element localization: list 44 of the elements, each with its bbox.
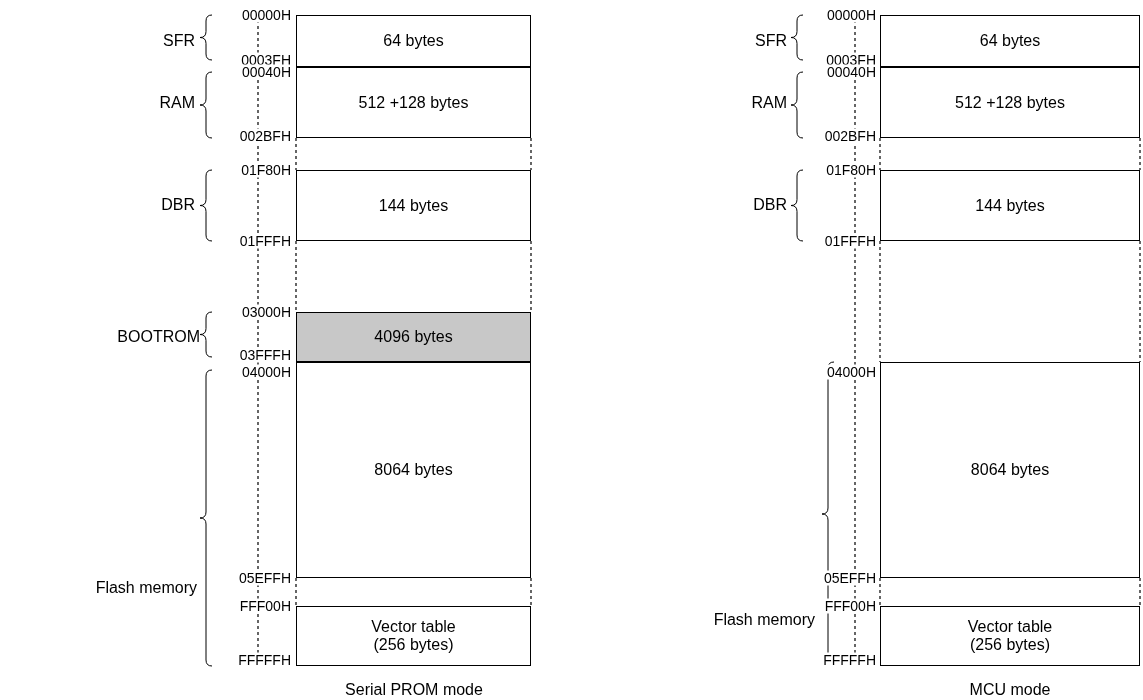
address-label: 00000H xyxy=(826,7,876,23)
block-size-text: 144 bytes xyxy=(378,196,449,215)
memory-block xyxy=(880,170,1140,241)
memory-block xyxy=(880,67,1140,138)
address-label: 03000H xyxy=(241,304,291,320)
address-label: 01F80H xyxy=(241,162,291,178)
block-size-text: 144 bytes xyxy=(975,196,1045,215)
block-size-text: Vector table (256 bytes) xyxy=(370,618,457,654)
address-label: 04000H xyxy=(241,364,291,380)
block-size-text: 512 +128 bytes xyxy=(358,93,469,112)
address-label: FFF00H xyxy=(239,598,291,614)
address-label: 00040H xyxy=(241,64,291,80)
address-label: FFF00H xyxy=(824,598,876,614)
memory-block xyxy=(296,170,531,241)
address-label: 01F80H xyxy=(826,162,876,178)
address-label: 002BFH xyxy=(239,128,291,144)
memory-block xyxy=(296,67,531,138)
address-label: 002BFH xyxy=(824,128,876,144)
memory-block xyxy=(296,362,531,578)
block-size-text: 8064 bytes xyxy=(374,461,453,479)
memory-block xyxy=(296,606,531,666)
region-label: Flash memory xyxy=(95,579,197,597)
region-label: Flash memory xyxy=(713,611,815,629)
memory-block xyxy=(880,362,1140,578)
address-label: 05EFFH xyxy=(238,570,291,586)
address-label: 00040H xyxy=(826,64,876,80)
block-size-text: 512 +128 bytes xyxy=(955,93,1065,112)
block-size-text: 4096 bytes xyxy=(374,328,453,346)
address-label: 01FFFH xyxy=(824,233,876,249)
memory-block xyxy=(880,606,1140,666)
memory-block xyxy=(296,15,531,67)
address-label: 05EFFH xyxy=(823,570,876,586)
memory-block xyxy=(296,312,531,362)
block-size-text: 64 bytes xyxy=(979,32,1041,50)
address-label: 03FFFH xyxy=(239,347,291,363)
block-size-text: Vector table (256 bytes) xyxy=(966,618,1054,654)
address-label: 01FFFH xyxy=(239,233,291,249)
block-size-text: 8064 bytes xyxy=(970,461,1050,479)
address-label: FFFFFH xyxy=(823,652,876,668)
address-label: 04000H xyxy=(826,364,876,380)
address-label: 00000H xyxy=(241,7,291,23)
address-label: FFFFFH xyxy=(238,652,291,668)
memory-block xyxy=(880,15,1140,67)
block-size-text: 64 bytes xyxy=(383,32,444,50)
